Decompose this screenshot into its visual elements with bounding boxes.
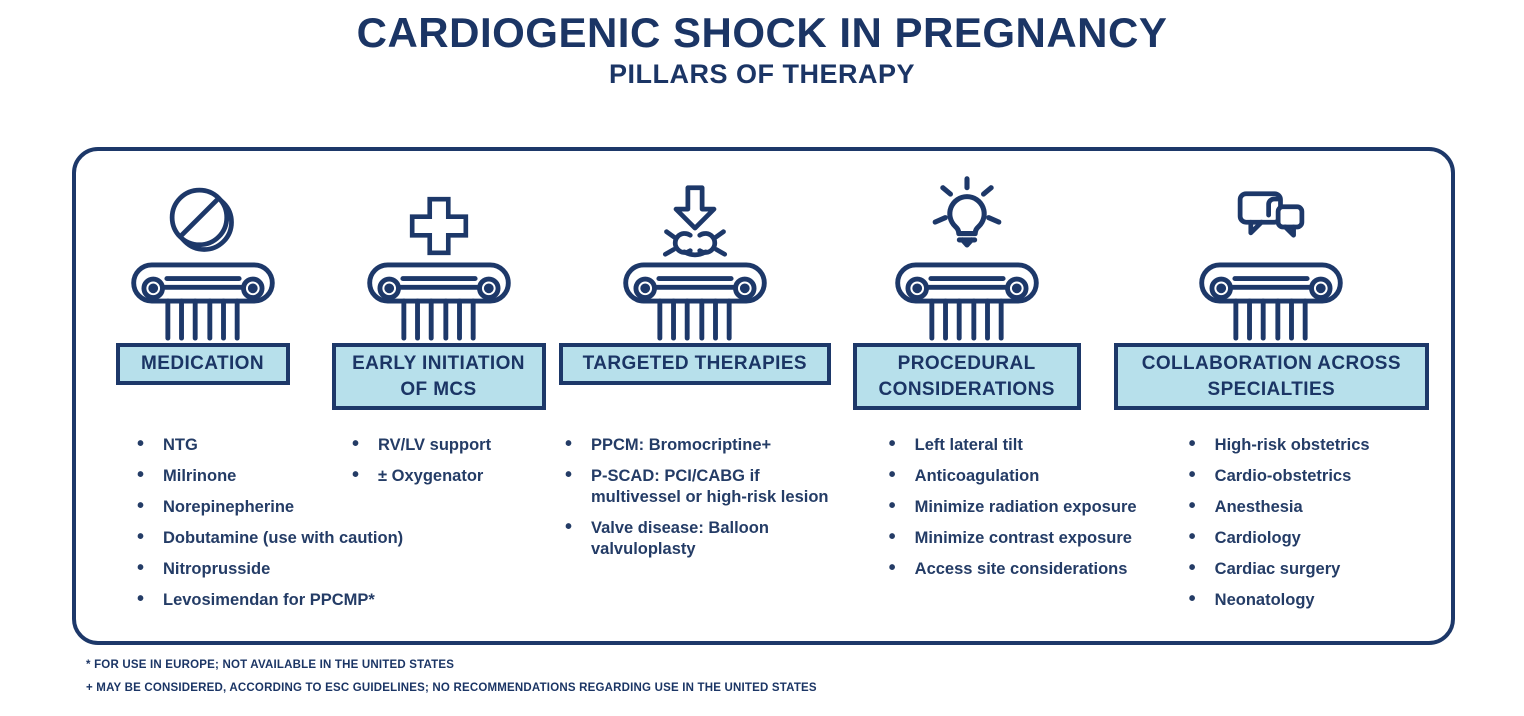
pillar-top-icon-wrap	[165, 175, 241, 259]
pillar-top-icon-wrap	[924, 175, 1010, 259]
pillar-column: MEDICATION NTG MilrinoneNorepinepherineDo…	[76, 151, 403, 621]
bullet-item: Anesthesia	[1186, 496, 1370, 518]
bullet-item: Nitroprusside	[134, 558, 403, 580]
bullet-item: Norepinepherine	[134, 496, 403, 518]
pillar-item-list: RV/LV support ± Oxygenator	[349, 434, 491, 497]
pillars-panel: MEDICATION NTG MilrinoneNorepinepherineDo…	[72, 147, 1455, 645]
pillar-label-box: TARGETED THERAPIES	[558, 343, 831, 385]
bullet-item: Left lateral tilt	[886, 434, 1137, 456]
bullet-item: Minimize radiation exposure	[886, 496, 1137, 518]
pillar-column: PROCEDURAL CONSIDERATIONS Left lateral t…	[842, 151, 1137, 590]
pillar-column: EARLY INITIATION OF MCS RV/LV support ± O…	[329, 151, 548, 497]
page-title: CARDIOGENIC SHOCK IN PREGNANCY	[356, 9, 1168, 56]
bullet-item: Dobutamine (use with caution)	[134, 527, 403, 549]
pillar-label-wrap: COLLABORATION ACROSS SPECIALTIES	[1113, 343, 1429, 433]
pillar-label-box: EARLY INITIATION OF MCS	[331, 343, 546, 411]
pillar-label-box: PROCEDURAL CONSIDERATIONS	[852, 343, 1081, 411]
pillar-item-list: NTG MilrinoneNorepinepherineDobutamine (u…	[134, 434, 403, 621]
bullet-item: PPCM: Bromocriptine+	[562, 434, 842, 456]
medical-cross-icon	[406, 193, 472, 259]
impact-arrow-icon	[657, 183, 733, 259]
pillar-label: COLLABORATION ACROSS SPECIALTIES	[1141, 353, 1401, 400]
footnote-asterisk: * FOR USE IN EUROPE; NOT AVAILABLE IN TH…	[86, 659, 455, 671]
pillar-label-wrap: EARLY INITIATION OF MCS	[331, 343, 546, 433]
chat-bubbles-icon	[1233, 183, 1309, 259]
bullet-item: Cardiology	[1186, 527, 1370, 549]
pillar-column-icon	[893, 261, 1041, 343]
lightbulb-icon	[924, 175, 1010, 259]
pillar-item-list: Left lateral tiltAnticoagulationMinimize…	[886, 434, 1137, 590]
bullet-item: High-risk obstetrics	[1186, 434, 1370, 456]
pillar-label-wrap: PROCEDURAL CONSIDERATIONS	[852, 343, 1081, 433]
bullet-item: Access site considerations	[886, 558, 1137, 580]
bullet-item: P-SCAD: PCI/CABG if multivessel or high-…	[562, 465, 842, 508]
pillar-column: COLLABORATION ACROSS SPECIALTIES High-ri…	[1092, 151, 1451, 621]
bullet-item: Cardiac surgery	[1186, 558, 1370, 580]
bullet-item: Neonatology	[1186, 589, 1370, 611]
pillar-top-icon-wrap	[406, 175, 472, 259]
header: CARDIOGENIC SHOCK IN PREGNANCY PILLARS O…	[0, 9, 1524, 90]
pillar-column-icon	[1197, 261, 1345, 343]
pillar-label: EARLY INITIATION OF MCS	[352, 353, 525, 400]
pillar-label-box: COLLABORATION ACROSS SPECIALTIES	[1113, 343, 1429, 411]
pillar-top-icon-wrap	[657, 175, 733, 259]
bullet-item: Milrinone	[134, 465, 403, 487]
pillar-label: MEDICATION	[141, 353, 264, 374]
bullet-item: Levosimendan for PPCMP*	[134, 589, 403, 611]
pillar-label: PROCEDURAL CONSIDERATIONS	[878, 353, 1055, 400]
pillar-top-icon-wrap	[1233, 175, 1309, 259]
bullet-item: Valve disease: Balloon valvuloplasty	[562, 517, 842, 560]
footnotes: * FOR USE IN EUROPE; NOT AVAILABLE IN TH…	[86, 659, 817, 705]
pillar-item-list: PPCM: Bromocriptine+ P-SCAD: PCI/CABG if …	[562, 434, 842, 570]
pillar-item-list: High-risk obstetricsCardio-obstetricsAne…	[1186, 434, 1370, 621]
bullet-item: Anticoagulation	[886, 465, 1137, 487]
pillar-label-wrap: MEDICATION	[115, 343, 290, 433]
pillar-column: TARGETED THERAPIES PPCM: Bromocriptine+P…	[548, 151, 842, 570]
page-subtitle: PILLARS OF THERAPY	[608, 59, 915, 90]
pillar-column-icon	[365, 261, 513, 343]
pillar-column-icon	[621, 261, 769, 343]
bullet-item: ± Oxygenator	[349, 465, 491, 487]
pillar-column-icon	[129, 261, 277, 343]
bullet-item: Minimize contrast exposure	[886, 527, 1137, 549]
pillar-label-box: MEDICATION	[115, 343, 290, 385]
bullet-item: NTG	[134, 434, 403, 456]
bullet-item: Cardio-obstetrics	[1186, 465, 1370, 487]
pillar-label-wrap: TARGETED THERAPIES	[558, 343, 831, 433]
pillar-label: TARGETED THERAPIES	[582, 353, 807, 374]
bullet-item: RV/LV support	[349, 434, 491, 456]
pill-icon	[165, 183, 241, 259]
footnote-plus: + MAY BE CONSIDERED, ACCORDING TO ESC GU…	[86, 682, 817, 694]
